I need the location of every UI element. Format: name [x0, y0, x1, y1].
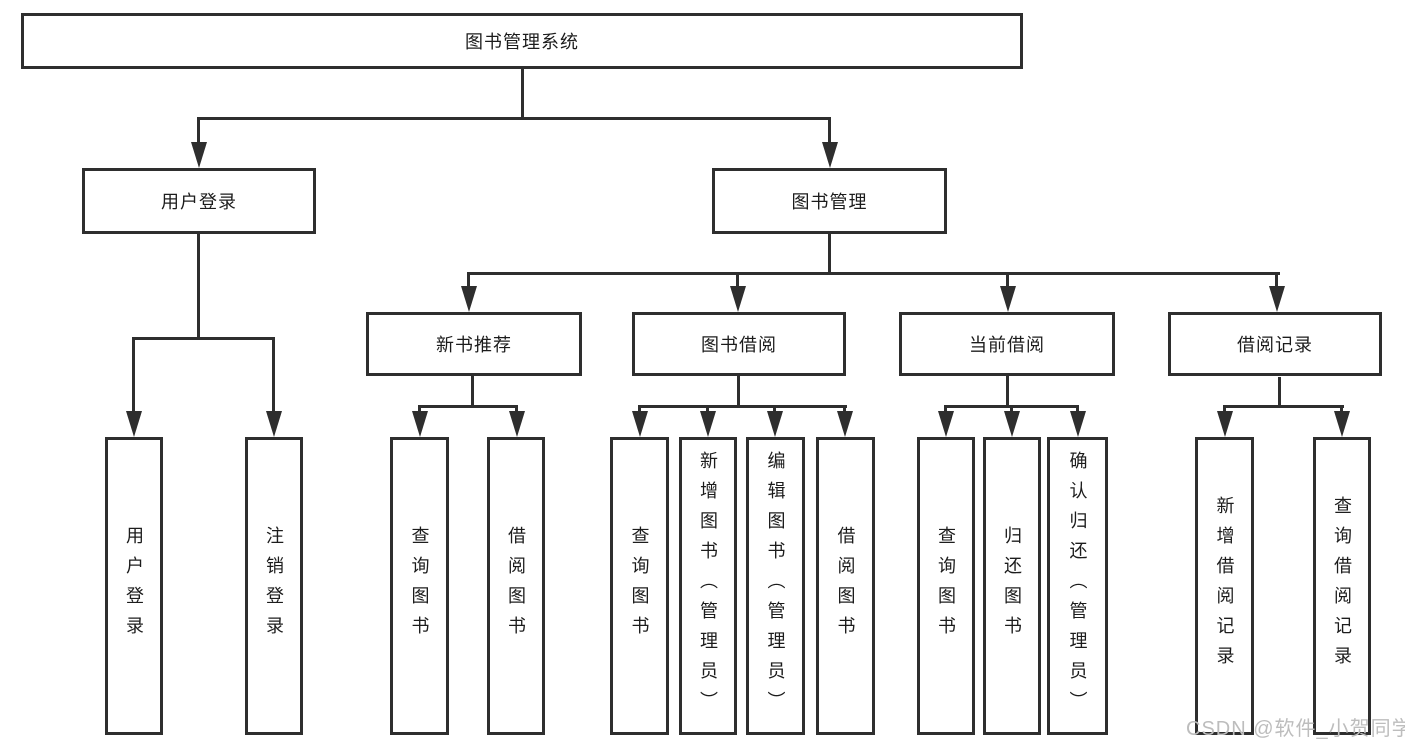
node-borrow-add-books-admin: 新增图书（管理员） [679, 437, 737, 735]
node-borrow-borrow-books: 借阅图书 [816, 437, 875, 735]
node-recommend-query-books: 查询图书 [390, 437, 449, 735]
connector-line [736, 272, 739, 288]
connector-line [843, 405, 846, 413]
node-current-return-books: 归还图书 [983, 437, 1041, 735]
node-user-login: 用户登录 [82, 168, 316, 234]
node-current-borrow: 当前借阅 [899, 312, 1115, 376]
connector-line [521, 68, 524, 118]
node-label: 当前借阅 [969, 335, 1045, 355]
node-records-query-record: 查询借阅记录 [1313, 437, 1371, 735]
node-book-borrow: 图书借阅 [632, 312, 846, 376]
node-current-confirm-return-admin: 确认归还（管理员） [1047, 437, 1108, 735]
arrowhead-down [822, 142, 838, 168]
connector-line [471, 376, 474, 408]
node-new-book-recommend: 新书推荐 [366, 312, 582, 376]
arrowhead-down [1269, 286, 1285, 312]
connector-line [1340, 405, 1343, 413]
arrowhead-down [837, 411, 853, 437]
connector-line [828, 117, 831, 144]
node-label: 新增图书（管理员） [698, 451, 718, 721]
arrowhead-down [730, 286, 746, 312]
node-recommend-borrow-books: 借阅图书 [487, 437, 545, 735]
arrowhead-down [938, 411, 954, 437]
node-borrow-records: 借阅记录 [1168, 312, 1382, 376]
node-label: 图书管理 [791, 192, 868, 212]
arrowhead-down [632, 411, 648, 437]
connector-line [706, 405, 709, 413]
connector-line [467, 272, 470, 288]
node-label: 查询借阅记录 [1332, 496, 1352, 676]
node-book-management: 图书管理 [712, 168, 947, 234]
connector-line [132, 337, 275, 340]
connector-line [132, 337, 135, 413]
connector-line [197, 117, 200, 144]
arrowhead-down [509, 411, 525, 437]
node-label: 查询图书 [409, 526, 430, 646]
arrowhead-down [266, 411, 282, 437]
node-label: 新书推荐 [436, 335, 512, 355]
node-label: 用户登录 [161, 192, 237, 212]
node-label: 编辑图书（管理员） [765, 451, 786, 721]
node-label: 查询图书 [629, 526, 650, 646]
node-label: 借阅图书 [835, 526, 856, 646]
connector-line [1275, 272, 1278, 288]
connector-line [1076, 405, 1079, 413]
node-borrow-edit-books-admin: 编辑图书（管理员） [746, 437, 805, 735]
node-label: 确认归还（管理员） [1067, 451, 1088, 721]
node-label: 注销登录 [264, 526, 284, 646]
arrowhead-down [767, 411, 783, 437]
node-label: 借阅图书 [506, 526, 526, 646]
node-label: 图书管理系统 [465, 32, 579, 52]
arrowhead-down [412, 411, 428, 437]
node-label: 图书借阅 [701, 335, 777, 355]
connector-line [737, 376, 740, 408]
node-label: 归还图书 [1002, 526, 1022, 646]
arrowhead-down [191, 142, 207, 168]
csdn-watermark: CSDN @软件_小贺同学 [1186, 718, 1405, 740]
connector-line [515, 405, 518, 413]
connector-line [1223, 405, 1226, 413]
node-label: 用户登录 [124, 526, 144, 646]
connector-line [639, 405, 847, 408]
arrowhead-down [1004, 411, 1020, 437]
arrowhead-down [700, 411, 716, 437]
arrowhead-down [1000, 286, 1016, 312]
arrowhead-down [1217, 411, 1233, 437]
connector-line [467, 272, 1280, 275]
arrowhead-down [126, 411, 142, 437]
node-logout-leaf: 注销登录 [245, 437, 303, 735]
connector-line [944, 405, 947, 413]
arrowhead-down [1070, 411, 1086, 437]
connector-line [828, 233, 831, 274]
node-label: 新增借阅记录 [1214, 496, 1235, 676]
node-label: 查询图书 [936, 526, 956, 646]
connector-line [197, 234, 200, 339]
connector-line [773, 405, 776, 413]
connector-line [272, 337, 275, 413]
connector-line [418, 405, 421, 413]
connector-line [1223, 405, 1344, 408]
connector-line [638, 405, 641, 413]
node-records-add-record: 新增借阅记录 [1195, 437, 1254, 735]
connector-line [1010, 405, 1013, 413]
node-root-library-system: 图书管理系统 [21, 13, 1023, 69]
connector-line [1006, 376, 1009, 408]
connector-line [1006, 272, 1009, 288]
node-label: 借阅记录 [1237, 335, 1313, 355]
node-user-login-leaf: 用户登录 [105, 437, 163, 735]
arrowhead-down [461, 286, 477, 312]
connector-line [197, 117, 831, 120]
connector-line [1278, 377, 1281, 408]
arrowhead-down [1334, 411, 1350, 437]
node-current-query-books: 查询图书 [917, 437, 975, 735]
connector-line [418, 405, 518, 408]
node-borrow-query-books: 查询图书 [610, 437, 669, 735]
